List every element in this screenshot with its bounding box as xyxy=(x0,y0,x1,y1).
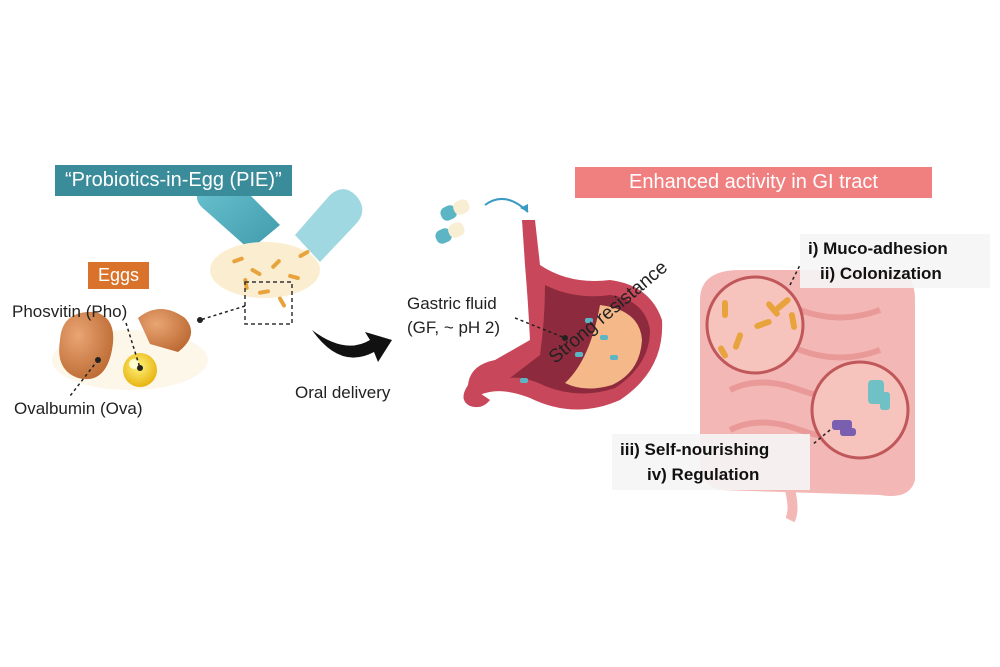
colon-zoom-circle xyxy=(810,360,910,460)
stomach xyxy=(463,220,663,410)
zoom-box xyxy=(244,281,293,325)
muco-adhesion-callout-box xyxy=(800,234,990,288)
eggs-badge: Eggs xyxy=(88,262,150,289)
self-nourishing-callout-box xyxy=(612,434,810,490)
cracked-eggs xyxy=(52,309,208,390)
pie-banner: “Probiotics-in-Egg (PIE)” xyxy=(55,165,292,196)
small-capsules xyxy=(435,199,470,244)
probiotic-capsule xyxy=(196,178,363,325)
delivery-arrow xyxy=(312,330,392,362)
swallow-arrow xyxy=(484,197,529,213)
mucosa-zoom-circle xyxy=(705,275,805,375)
gi-tract-banner: Enhanced activity in GI tract xyxy=(575,167,932,198)
muco-adhesion-label: i) Muco-adhesion xyxy=(808,239,948,258)
phosvitin-label: Phosvitin (Pho) xyxy=(12,302,128,321)
gastric-ph-label: (GF, ~ pH 2) xyxy=(407,318,501,337)
oral-delivery-label: Oral delivery xyxy=(295,383,391,402)
regulation-label: iv) Regulation xyxy=(647,465,760,484)
self-nourishing-label: iii) Self-nourishing xyxy=(620,440,770,459)
gastric-fluid-label: Gastric fluid xyxy=(407,294,497,313)
ovalbumin-label: Ovalbumin (Ova) xyxy=(14,399,143,418)
colonization-label: ii) Colonization xyxy=(820,264,942,283)
